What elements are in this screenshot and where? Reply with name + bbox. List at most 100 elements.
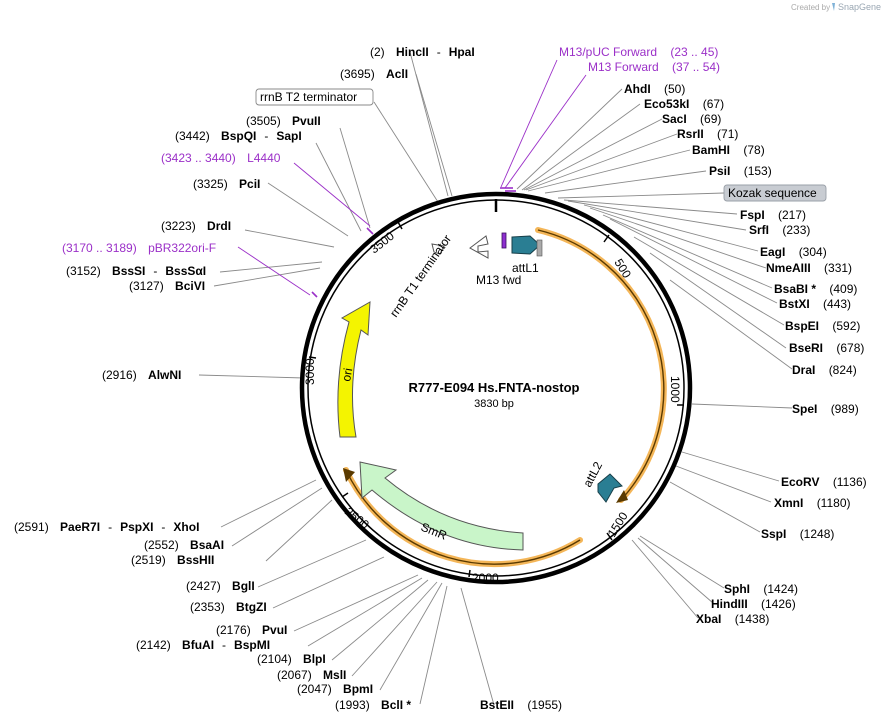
leader-sphi	[639, 535, 725, 589]
label-bfuai: (2142) BfuAI-BspMI	[136, 638, 270, 652]
label-pvui: (2176) PvuI	[216, 623, 287, 637]
rrnb-t1-label: rrnB T1 terminator	[387, 232, 454, 320]
ori-label: ori	[339, 367, 355, 383]
leader-rrnb-t2	[373, 101, 439, 203]
leader-rsrii	[525, 133, 678, 191]
primer-leaders	[237, 59, 587, 296]
tick-label-1500: 1500	[605, 509, 631, 539]
orf-arc	[535, 227, 667, 503]
leader-btgzi	[272, 556, 385, 609]
credit-text: Created by	[791, 3, 830, 12]
leader-ecorv	[681, 451, 780, 482]
leader-xbai	[631, 539, 699, 619]
leader-bpmi	[379, 582, 443, 691]
leader-lines	[198, 51, 793, 706]
tick-1500	[606, 532, 613, 541]
leader-nmeaiii	[589, 207, 767, 269]
label-sphi: SphI (1424)	[724, 582, 798, 596]
leader-pcii	[267, 182, 349, 237]
label-bsshii: (2519) BssHII	[131, 553, 214, 567]
leader-kozak	[557, 192, 725, 199]
leader-bcivi	[213, 267, 321, 287]
leader-bseri	[649, 252, 787, 349]
label-psii: PsiI (153)	[709, 164, 772, 178]
m13fwd-label: M13 fwd	[476, 273, 521, 287]
label-m13puc: M13/pUC Forward (23 .. 45)	[559, 45, 718, 59]
leader-ahdi	[516, 88, 623, 190]
label-kozak: Kozak sequence	[728, 186, 817, 200]
leader-bsabi	[602, 214, 773, 289]
leader-pbr322	[237, 246, 311, 296]
leader-hindiii	[637, 537, 714, 604]
rrnb-t1-arrow-icon	[469, 235, 489, 259]
primer-ticks	[311, 187, 516, 298]
label-alwni: (2916) AlwNI	[102, 368, 181, 382]
plasmid-name: R777-E094 Hs.FNTA-nostop	[409, 380, 580, 395]
label-paer7i: (2591) PaeR7I-PspXI-XhoI	[14, 520, 199, 534]
leader-hinc	[409, 51, 449, 197]
label-xbai: XbaI (1438)	[696, 612, 769, 626]
leader-bsteii	[460, 587, 495, 706]
label-blpi: (2104) BlpI	[257, 652, 326, 666]
label-eco53ki: Eco53kI (67)	[644, 97, 724, 111]
smr-feature	[359, 461, 524, 551]
label-xmni: XmnI (1180)	[774, 496, 850, 510]
label-bspqi: (3442) BspQI-SapI	[175, 129, 302, 143]
label-bsteii: BstEII (1955)	[480, 698, 562, 712]
tick-2000	[468, 569, 471, 578]
leader-drdi	[244, 229, 335, 248]
label-bstxi: BstXI (443)	[779, 297, 851, 311]
label-drai: DraI (824)	[792, 363, 857, 377]
leader-pvui	[293, 574, 419, 632]
label-l4440: (3423 .. 3440) L4440	[161, 151, 281, 165]
kozak-box	[723, 184, 827, 202]
smr-orange-arrowhead-icon	[343, 468, 355, 482]
backbone-outer	[299, 191, 693, 585]
attl1-label: attL1	[512, 261, 539, 275]
leader-bamhi	[527, 149, 691, 192]
leader-bsssi	[219, 261, 323, 273]
tick-3000	[308, 356, 317, 359]
label-msli: (2067) MslI	[277, 668, 346, 682]
label-pcii: (3325) PciI	[193, 177, 260, 191]
label-bsabi: BsaBI * (409)	[774, 282, 857, 296]
label-eagi: EagI (304)	[760, 245, 827, 259]
leader-bspei	[633, 236, 785, 326]
kozak-feature	[536, 239, 543, 257]
label-srfi: SrfI (233)	[749, 223, 810, 237]
label-btgzi: (2353) BtgZI	[190, 600, 267, 614]
tick-pbr322	[311, 291, 318, 298]
plasmid-length: 3830 bp	[474, 398, 514, 410]
leader-xmni	[675, 465, 772, 503]
leader-blpi	[331, 579, 429, 661]
leader-bsaai	[231, 487, 323, 547]
attl1-feature	[511, 235, 541, 255]
label-bsaai: (2552) BsaAI	[144, 538, 224, 552]
leader-acl	[415, 73, 453, 197]
snapgene-logo-icon	[832, 3, 835, 11]
snapgene-credit: Created by SnapGene	[791, 2, 881, 12]
m13fwd-feature	[501, 232, 507, 249]
label-bseri: BseRI (678)	[789, 341, 864, 355]
leader-bfuai	[307, 577, 423, 647]
label-bcli: (1993) BclI *	[335, 698, 411, 712]
label-bamhi: BamHI (78)	[692, 143, 765, 157]
label-bcivi: (3127) BciVI	[129, 279, 205, 293]
smr-orange-arc	[343, 467, 583, 568]
leader-bgli	[257, 539, 367, 588]
leader-msli	[351, 581, 438, 677]
tick-l4440	[366, 227, 374, 235]
attl2-feature	[597, 473, 623, 503]
label-acl: (3695) AclI	[340, 67, 408, 81]
label-bspei: BspEI (592)	[785, 319, 860, 333]
leader-paer7i	[220, 479, 317, 528]
label-bgli: (2427) BglI	[186, 579, 255, 593]
label-rrnb-t2: rrnB T2 terminator	[260, 90, 357, 104]
leader-bcli	[419, 585, 448, 705]
label-bsssi: (3152) BssSI-BssSαI	[66, 264, 206, 278]
label-bpmi: (2047) BpmI	[297, 682, 373, 696]
leader-eco53ki	[521, 103, 641, 191]
label-nmeaiii: NmeAIII (331)	[766, 261, 852, 275]
credit-brand: SnapGene	[838, 2, 881, 12]
